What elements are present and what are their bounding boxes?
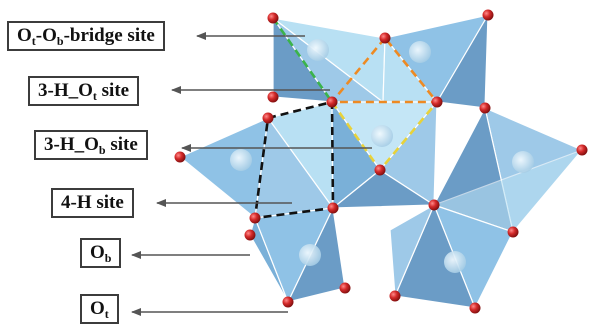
h3-ot-orange-dash — [329, 37, 440, 104]
central-unit — [331, 101, 438, 209]
label-h3-ot-sub: t — [92, 89, 97, 103]
bridge-site-green-dash — [271, 17, 334, 103]
tetrahedron-upper-left — [272, 17, 386, 103]
label-h3-ot-site: 3-H_Ot site — [28, 76, 140, 106]
inner-atoms — [230, 39, 534, 273]
label-bridge-text-3: -bridge site — [63, 25, 155, 46]
label-h3-ob-text-1: 3-H_O — [44, 134, 99, 155]
tetrahedron-lower-right — [389, 204, 514, 309]
label-ob-sub: b — [104, 251, 112, 265]
label-ob-text: O — [90, 242, 105, 263]
label-h3-ob-site: 3-H_Ob site — [34, 130, 148, 160]
label-h3-ob-sub: b — [98, 143, 106, 157]
tetrahedron-right — [433, 107, 583, 233]
tetrahedron-upper-right — [382, 14, 489, 109]
tetrahedron-lower-left — [249, 207, 346, 303]
label-bridge-text-2: -O — [35, 25, 57, 46]
label-bridge-site: Ot-Ob-bridge site — [7, 21, 165, 51]
label-bridge-sub-2: b — [56, 34, 64, 48]
tetrahedron-left — [179, 101, 334, 219]
label-bridge-text-1: O — [17, 25, 32, 46]
label-h3-ob-text-2: site — [105, 134, 138, 155]
leader-arrows — [131, 32, 372, 316]
label-ob: Ob — [80, 238, 122, 268]
label-h3-ot-text-1: 3-H_O — [38, 80, 93, 101]
label-ot-sub: t — [104, 307, 109, 321]
label-h3-ot-text-2: site — [96, 80, 130, 101]
label-ot: Ot — [80, 294, 119, 324]
oxygen-atoms — [174, 9, 588, 314]
label-h4-site: 4-H site — [51, 188, 134, 218]
label-bridge-sub-1: t — [31, 34, 36, 48]
label-h4-text: 4-H site — [61, 192, 124, 213]
label-ot-text: O — [90, 298, 105, 319]
